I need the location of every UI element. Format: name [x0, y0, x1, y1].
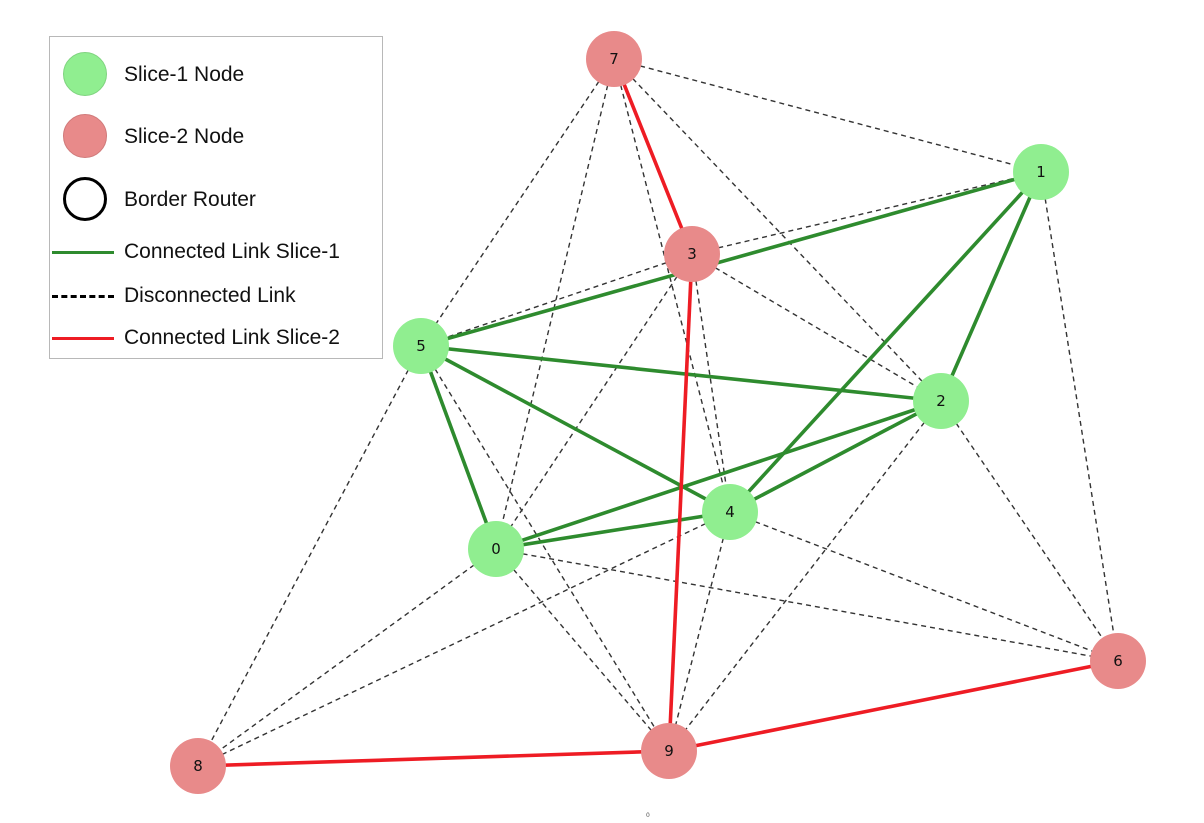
slice2-node-circle — [63, 114, 107, 158]
node-9-label: 9 — [664, 742, 674, 760]
edge-5-2-slice1 — [420, 344, 942, 403]
node-1: 1 — [1013, 144, 1069, 200]
node-6: 6 — [1090, 633, 1146, 689]
node-8-circle — [170, 738, 226, 794]
edge-2-4-slice1 — [729, 399, 942, 514]
edge-5-4-slice1 — [420, 344, 731, 514]
edge-2-0-slice1 — [495, 399, 942, 551]
footnote-mark: 0 — [646, 812, 650, 819]
node-8-label: 8 — [193, 757, 203, 775]
node-4-label: 4 — [725, 503, 735, 521]
legend-label-border-router: Border Router — [124, 188, 256, 211]
edge-5-9-disconnected — [420, 345, 670, 752]
edge-0-9-disconnected — [495, 548, 670, 752]
edge-1-2-slice1 — [939, 171, 1043, 402]
edge-7-3-slice2 — [612, 58, 694, 255]
legend-item-slice2-node: Slice-2 Node — [50, 114, 244, 160]
slice2-node-swatch — [50, 114, 114, 160]
legend-item-slice2-link: Connected Link Slice-2 — [50, 315, 340, 361]
edge-7-4-disconnected — [613, 58, 731, 513]
edge-4-8-disconnected — [197, 511, 731, 767]
edge-7-1-disconnected — [613, 58, 1042, 173]
graph-nodes: 0 1 2 3 4 5 6 7 8 9 — [170, 31, 1146, 794]
edge-5-8-disconnected — [197, 345, 422, 767]
legend-item-disconnected-link: Disconnected Link — [50, 273, 296, 319]
disconnected-link-swatch — [50, 273, 114, 319]
node-2: 2 — [913, 373, 969, 429]
slice2-link-line — [52, 337, 114, 340]
legend-label-slice1-node: Slice-1 Node — [124, 63, 245, 86]
node-3-circle — [664, 226, 720, 282]
slice2-link-swatch — [50, 315, 114, 361]
edge-2-6-disconnected — [940, 400, 1119, 662]
edge-1-4-slice1 — [728, 170, 1043, 514]
edge-7-2-disconnected — [613, 58, 942, 402]
node-4: 4 — [702, 484, 758, 540]
node-1-label: 1 — [1036, 163, 1046, 181]
edge-3-5-disconnected — [420, 253, 693, 347]
node-0-circle — [468, 521, 524, 577]
node-0: 0 — [468, 521, 524, 577]
node-3: 3 — [664, 226, 720, 282]
node-4-circle — [702, 484, 758, 540]
disconnected-link-line — [52, 295, 114, 298]
legend-label-slice2-node: Slice-2 Node — [124, 125, 245, 148]
node-7: 7 — [586, 31, 642, 87]
edge-5-1-slice1 — [420, 170, 1042, 348]
edge-1-6-disconnected — [1040, 171, 1119, 662]
edge-8-9-slice2 — [197, 749, 670, 768]
slice1-link-line — [52, 251, 114, 254]
edge-0-6-disconnected — [495, 548, 1119, 662]
node-6-label: 6 — [1113, 652, 1123, 670]
legend-item-slice1-link: Connected Link Slice-1 — [50, 229, 340, 275]
edge-3-4-disconnected — [691, 253, 731, 513]
edge-7-5-disconnected — [420, 58, 615, 347]
legend-label-slice2-link: Connected Link Slice-2 — [124, 326, 340, 349]
node-7-label: 7 — [609, 50, 619, 68]
edge-3-1-disconnected — [691, 171, 1042, 255]
edge-9-6-slice2 — [668, 659, 1119, 753]
edge-4-6-disconnected — [729, 511, 1119, 662]
edge-5-0-slice1 — [419, 345, 498, 550]
edge-0-8-disconnected — [197, 548, 497, 767]
node-5-circle — [393, 318, 449, 374]
node-9: 9 — [641, 723, 697, 779]
graph-edges — [197, 58, 1119, 768]
legend-item-slice1-node: Slice-1 Node — [50, 52, 244, 98]
slice1-link-swatch — [50, 229, 114, 275]
legend-item-border-router: Border Router — [50, 177, 256, 223]
node-2-label: 2 — [936, 392, 946, 410]
border-router-swatch — [50, 177, 114, 223]
node-8: 8 — [170, 738, 226, 794]
node-6-circle — [1090, 633, 1146, 689]
edge-3-9-slice2 — [667, 253, 694, 752]
edge-3-2-disconnected — [691, 253, 942, 402]
legend: Slice-1 Node Slice-2 Node Border Router … — [49, 36, 383, 359]
slice1-node-swatch — [50, 52, 114, 98]
edge-0-4-slice1 — [495, 510, 731, 551]
legend-label-slice1-link: Connected Link Slice-1 — [124, 240, 340, 263]
node-9-circle — [641, 723, 697, 779]
node-1-circle — [1013, 144, 1069, 200]
legend-label-disconnected-link: Disconnected Link — [124, 284, 296, 307]
slice1-node-circle — [63, 52, 107, 96]
node-3-label: 3 — [687, 245, 697, 263]
node-5: 5 — [393, 318, 449, 374]
node-0-label: 0 — [491, 540, 501, 558]
node-7-circle — [586, 31, 642, 87]
node-5-label: 5 — [416, 337, 426, 355]
border-router-ring — [63, 177, 107, 221]
edge-7-0-disconnected — [495, 58, 615, 550]
edge-2-9-disconnected — [668, 400, 942, 752]
node-2-circle — [913, 373, 969, 429]
